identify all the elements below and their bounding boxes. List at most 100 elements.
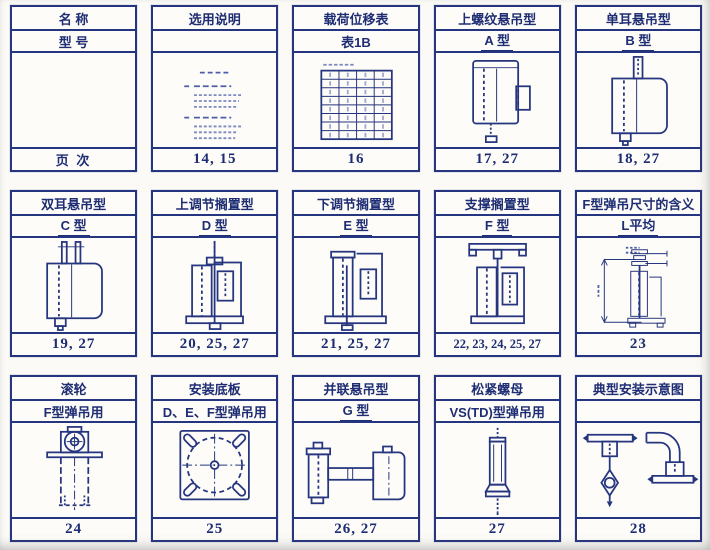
cell-pages: 21, 25, 27 xyxy=(294,332,418,355)
cell-pages: 18, 27 xyxy=(576,147,700,170)
hanger-b-cell: 单耳悬吊型 B 型 18, 27 xyxy=(574,5,702,172)
cell-model: L平均 xyxy=(576,216,700,238)
model-label: D 型 xyxy=(198,216,231,236)
load-table-cell: 载荷位移表 表1B xyxy=(292,5,420,172)
legend-drawing-area xyxy=(12,53,135,147)
cell-pages: 25 xyxy=(153,517,277,540)
cell-title: 松紧螺母 xyxy=(435,377,559,401)
cell-model: A 型 xyxy=(435,31,559,53)
cell-pages: 27 xyxy=(435,517,559,540)
hanger-f-cell: 支撑搁置型 F 型 22, 23, 24, 25 xyxy=(433,190,561,357)
cell-model: F型弹吊用 xyxy=(12,401,136,423)
hanger-type-f-drawing xyxy=(467,242,527,325)
cell-drawing-area xyxy=(294,423,417,517)
cell-drawing-area xyxy=(12,423,135,517)
legend-pages: 页 次 xyxy=(12,147,136,170)
model-label: C 型 xyxy=(57,216,90,236)
cell-title: 并联悬吊型 xyxy=(294,377,418,401)
cell-title: 下调节搁置型 xyxy=(294,192,418,216)
cell-title: 上调节搁置型 xyxy=(153,192,277,216)
turnbuckle-nut-drawing xyxy=(483,427,511,516)
legend-title: 名 称 xyxy=(12,7,136,31)
hanger-type-c-drawing xyxy=(46,241,103,331)
f-type-dimension-drawing xyxy=(597,246,668,328)
cell-pages: 23 xyxy=(576,332,700,355)
cell-drawing-area xyxy=(153,53,276,147)
hanger-c-cell: 双耳悬吊型 C 型 19, 27 xyxy=(10,190,138,357)
cell-pages: 16 xyxy=(294,147,418,170)
cell-title: 安装底板 xyxy=(153,377,277,401)
cell-title: 载荷位移表 xyxy=(294,7,418,31)
cell-pages: 17, 27 xyxy=(435,147,559,170)
roller-drawing xyxy=(46,426,103,511)
cell-pages: 28 xyxy=(576,517,700,540)
hanger-type-b-drawing xyxy=(611,56,668,146)
cell-drawing-area xyxy=(153,423,276,517)
hanger-type-e-drawing xyxy=(324,250,388,331)
cell-pages: 26, 27 xyxy=(294,517,418,540)
cell-drawing-area xyxy=(153,238,276,332)
cell-model: G 型 xyxy=(294,401,418,423)
cell-title: 单耳悬吊型 xyxy=(576,7,700,31)
cell-pages: 22, 23, 24, 25, 27 xyxy=(435,332,559,355)
load-displacement-table-drawing xyxy=(320,63,394,141)
model-label: B 型 xyxy=(622,31,655,51)
model-label: D、E、F型弹吊用 xyxy=(162,404,267,420)
cell-model: VS(TD)型弹吊用 xyxy=(435,401,559,423)
roller-cell: 滚轮 F型弹吊用 24 xyxy=(10,375,138,542)
base-plate-cell: 安装底板 D、E、F型弹吊用 25 xyxy=(151,375,279,542)
cell-title: 典型安装示意图 xyxy=(576,377,700,401)
cell-model: B 型 xyxy=(576,31,700,53)
cell-pages: 19, 27 xyxy=(12,332,136,355)
cell-drawing-area xyxy=(577,238,700,332)
index-grid: 名 称 型 号 页 次 选用说明 xyxy=(10,5,702,542)
cell-model: E 型 xyxy=(294,216,418,238)
cell-model: F 型 xyxy=(435,216,559,238)
turnbuckle-nut-cell: 松紧螺母 VS(TD)型弹吊用 27 xyxy=(433,375,561,542)
cell-model xyxy=(576,401,700,423)
model-label: 表1B xyxy=(341,34,371,50)
hanger-g-cell: 并联悬吊型 G 型 26, 27 xyxy=(292,375,420,542)
hanger-type-a-drawing xyxy=(471,59,531,143)
model-label: G 型 xyxy=(339,401,373,421)
model-label: VS(TD)型弹吊用 xyxy=(449,404,545,420)
cell-drawing-area xyxy=(294,238,417,332)
model-label: F 型 xyxy=(481,216,513,236)
cell-model: C 型 xyxy=(12,216,136,238)
cell-model: D 型 xyxy=(153,216,277,238)
model-label: A 型 xyxy=(481,31,513,51)
cell-pages: 14, 15 xyxy=(153,147,277,170)
hanger-type-d-drawing xyxy=(185,240,245,330)
cell-drawing-area xyxy=(436,53,559,147)
cell-pages: 20, 25, 27 xyxy=(153,332,277,355)
typical-installation-cell: 典型安装示意图 xyxy=(574,375,702,542)
cell-drawing-area xyxy=(12,238,135,332)
mounting-base-plate-drawing xyxy=(179,429,250,501)
model-label: F型弹吊用 xyxy=(43,404,104,420)
selection-notes-drawing xyxy=(184,71,244,140)
model-label: L平均 xyxy=(618,216,659,236)
cell-drawing-area xyxy=(577,423,700,517)
legend-model: 型 号 xyxy=(12,31,136,53)
hanger-e-cell: 下调节搁置型 E 型 21, 25, 27 xyxy=(292,190,420,357)
cell-title: 选用说明 xyxy=(153,7,277,31)
cell-model: D、E、F型弹吊用 xyxy=(153,401,277,423)
selection-notes-cell: 选用说明 14, 15 xyxy=(151,5,279,172)
hanger-a-cell: 上螺纹悬吊型 A 型 17, 27 xyxy=(433,5,561,172)
cell-title: 支撑搁置型 xyxy=(435,192,559,216)
cell-title: 滚轮 xyxy=(12,377,136,401)
cell-model xyxy=(153,31,277,53)
cell-drawing-area xyxy=(577,53,700,147)
cell-title: 上螺纹悬吊型 xyxy=(435,7,559,31)
model-label: 型 号 xyxy=(58,34,89,50)
cell-pages: 24 xyxy=(12,517,136,540)
typical-installation-drawing xyxy=(582,431,699,508)
cell-model: 表1B xyxy=(294,31,418,53)
cell-drawing-area xyxy=(294,53,417,147)
model-label: E 型 xyxy=(340,216,372,236)
parallel-hanger-g-drawing xyxy=(306,441,406,505)
legend-cell: 名 称 型 号 页 次 xyxy=(10,5,138,172)
cell-title: 双耳悬吊型 xyxy=(12,192,136,216)
f-dimension-cell: F型弹吊尺寸的含义 L平均 xyxy=(574,190,702,357)
